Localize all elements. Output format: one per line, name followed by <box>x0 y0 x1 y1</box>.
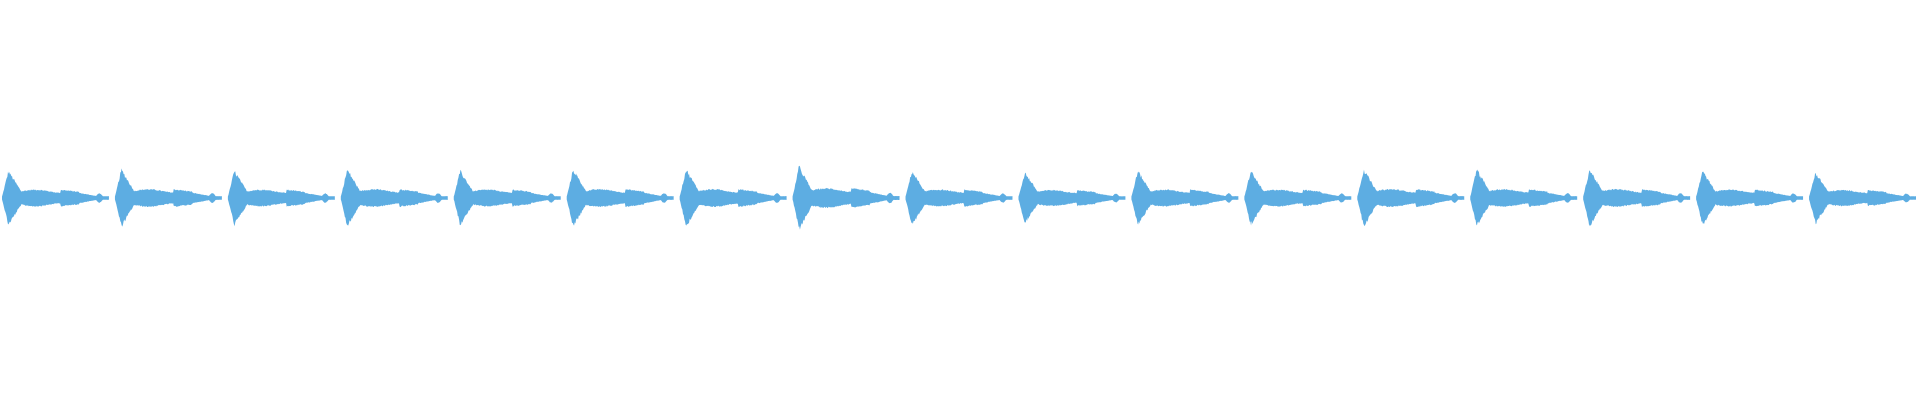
waveform-segment <box>905 172 1013 224</box>
waveform-segment <box>1244 171 1352 226</box>
waveform-segment <box>453 169 561 226</box>
waveform-segment <box>1018 172 1126 223</box>
waveform-segment <box>1809 173 1916 225</box>
waveform-segment <box>1470 169 1578 226</box>
waveform-segment <box>792 165 900 230</box>
waveform-segment <box>1131 171 1239 225</box>
waveform-segment <box>1696 171 1804 224</box>
waveform-segment <box>114 168 222 227</box>
waveform-segment <box>1357 169 1465 227</box>
waveform-segment <box>227 171 335 227</box>
waveform-segment <box>679 170 787 226</box>
waveform-segment <box>1583 170 1691 227</box>
waveform-segment <box>566 170 674 226</box>
waveform-segments <box>2 165 1916 230</box>
waveform-segment <box>2 171 109 225</box>
waveform-segment <box>340 170 448 226</box>
